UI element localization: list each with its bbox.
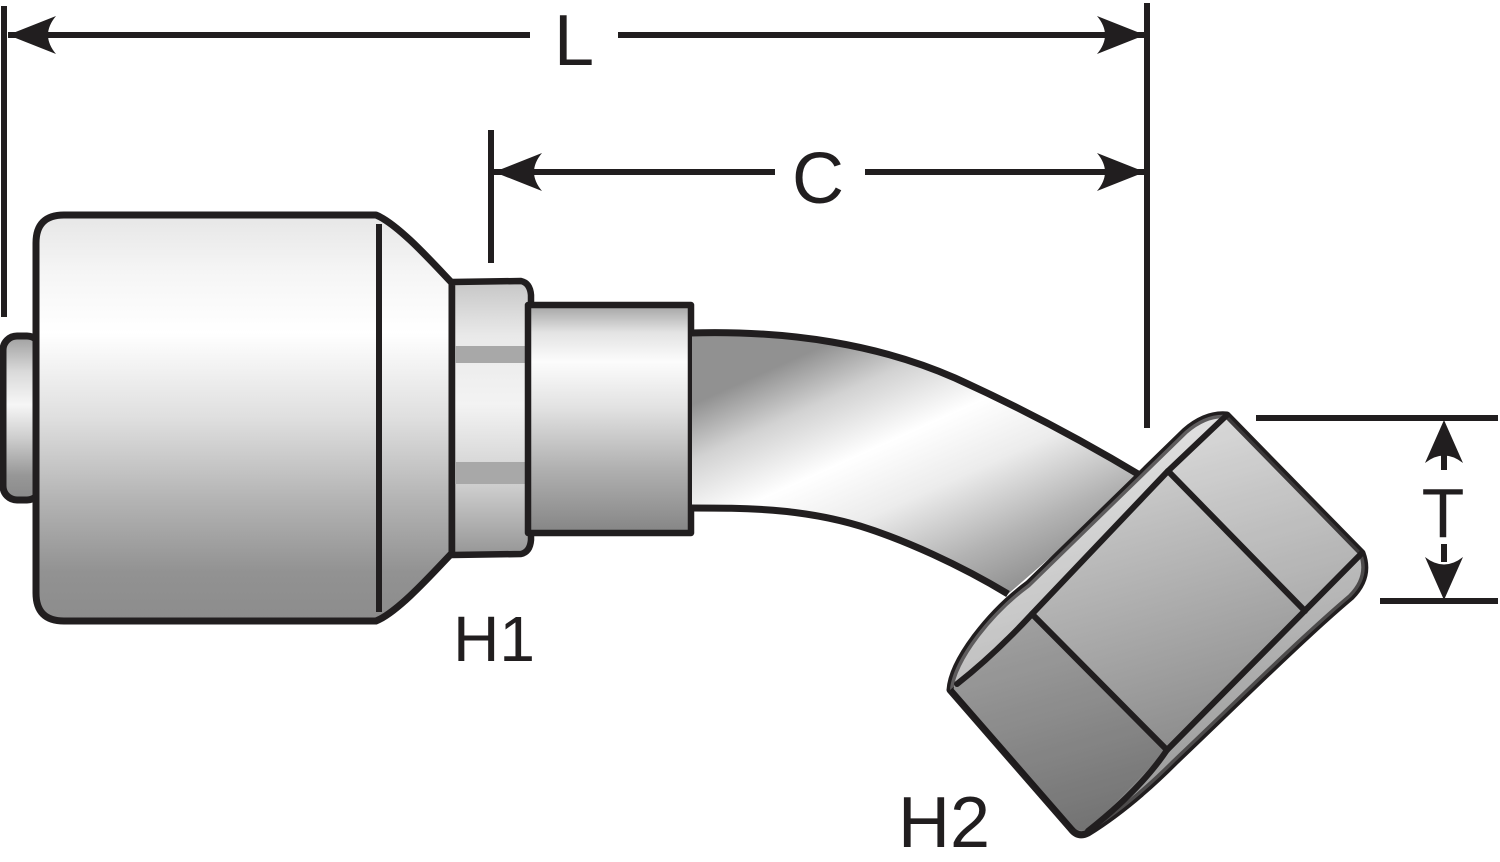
swivel-nut-h2-body [946, 411, 1369, 839]
arrowhead-right-icon [1097, 16, 1145, 54]
arrowhead-right-icon [1097, 153, 1145, 191]
nut-hex-edge-upper [1165, 468, 1308, 614]
dim-label-T: T [1422, 474, 1465, 552]
hex-nut-h1 [448, 277, 535, 559]
tube-shank-cylinder [524, 301, 695, 537]
dim-label-C: C [792, 139, 844, 219]
bent-tube-top-edge [689, 329, 1145, 480]
nut-hex-edge-lower [1029, 611, 1170, 753]
hex-h1-flat-band-lower [455, 462, 528, 484]
nut-end-chamfer-curve [1085, 747, 1170, 834]
nut-washer-inner-edge [954, 468, 1171, 687]
hex-h1-flat-band-upper [455, 346, 528, 363]
arrowhead-up-icon [1425, 420, 1463, 463]
arrowhead-down-icon [1425, 557, 1463, 600]
hex-label-H1: H1 [453, 603, 535, 675]
nut-top-chamfer-edge [1165, 412, 1230, 474]
dim-label-L: L [554, 1, 594, 81]
bent-tube-bottom-edge [689, 504, 1010, 597]
arrowhead-left-icon [8, 16, 56, 54]
nut-bottom-flat [950, 614, 1167, 831]
nut-end-face-edge [1164, 550, 1365, 753]
crimp-shell [32, 211, 456, 625]
nut-top-flat [1168, 415, 1362, 611]
bent-tube-fill [692, 332, 1143, 594]
arrowhead-left-icon [494, 153, 542, 191]
hex-label-H2: H2 [898, 783, 990, 862]
